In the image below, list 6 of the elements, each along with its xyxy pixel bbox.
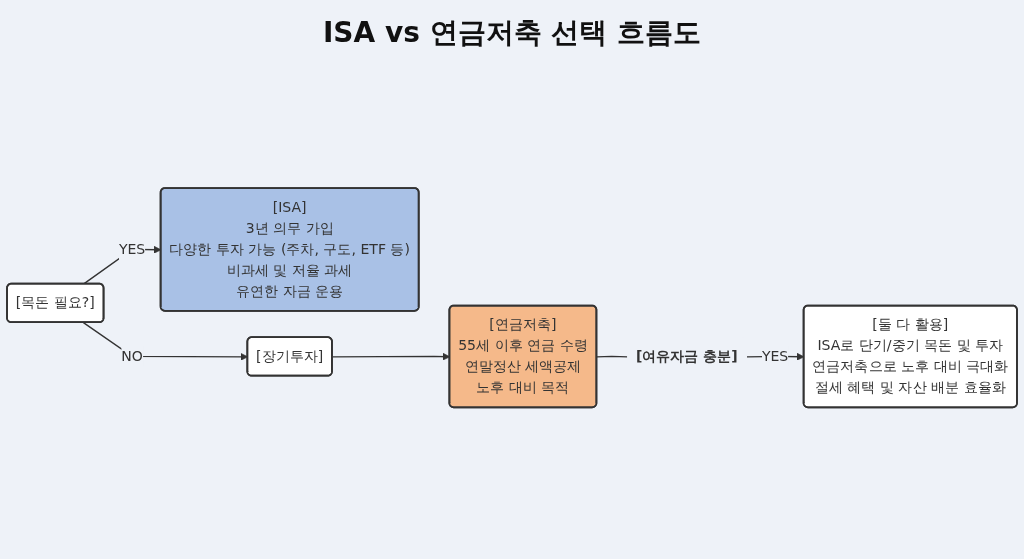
connector (596, 356, 629, 358)
edge-label: YES (118, 240, 146, 258)
edge-label: YES (761, 347, 789, 365)
node-text: [여유자금 충분] (635, 347, 738, 365)
edge-label: NO (121, 347, 143, 365)
diagram-title: ISA vs 연금저축 선택 흐름도 (321, 15, 703, 51)
